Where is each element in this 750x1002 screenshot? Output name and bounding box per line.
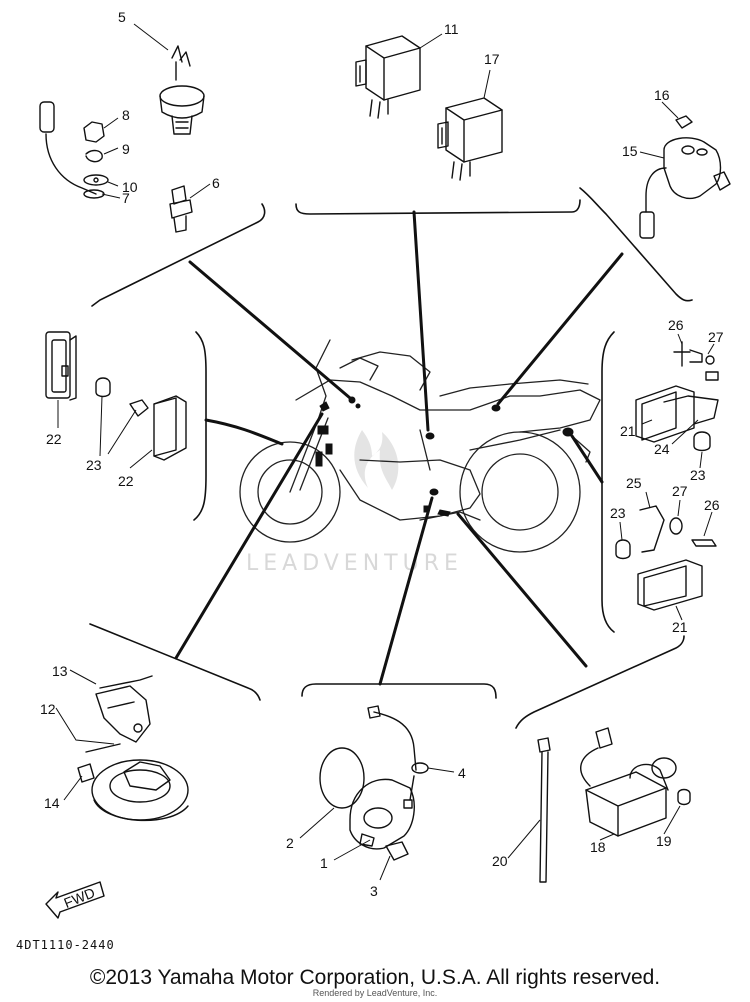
sensor-group xyxy=(319,705,429,861)
callout-24: 24 xyxy=(654,441,670,457)
callout-11: 11 xyxy=(444,21,459,37)
callout-4: 4 xyxy=(458,765,466,781)
callout-9: 9 xyxy=(122,141,130,157)
callout-26b: 26 xyxy=(704,497,720,513)
callout-14: 14 xyxy=(44,795,60,811)
watermark: LEADVENTURE xyxy=(246,430,463,576)
fwd-arrow-icon: FWD xyxy=(45,881,105,919)
callout-5: 5 xyxy=(118,9,126,25)
callout-27: 27 xyxy=(708,329,724,345)
callout-23b: 23 xyxy=(610,505,626,521)
callout-1: 1 xyxy=(320,855,328,871)
watermark-text: LEADVENTURE xyxy=(246,551,463,576)
callout-6: 6 xyxy=(212,175,220,191)
callout-8: 8 xyxy=(122,107,130,123)
callout-21b: 21 xyxy=(672,619,688,635)
group-brackets xyxy=(89,187,693,729)
callout-labels: 5 8 9 10 7 6 11 17 16 15 26 27 21 24 23 … xyxy=(40,9,724,899)
callout-19: 19 xyxy=(656,833,672,849)
callout-7: 7 xyxy=(122,190,130,206)
switch-group xyxy=(39,45,205,233)
callout-22: 22 xyxy=(46,431,62,447)
callout-10: 10 xyxy=(122,179,138,195)
callout-13: 13 xyxy=(52,663,68,679)
rendered-by-credit: Rendered by LeadVenture, Inc. xyxy=(312,988,438,998)
callout-23c: 23 xyxy=(86,457,102,473)
callout-17: 17 xyxy=(484,51,500,67)
callout-16: 16 xyxy=(654,87,670,103)
right-reflector-group xyxy=(615,341,719,611)
motorcycle-outline xyxy=(239,339,601,553)
callout-3: 3 xyxy=(370,883,378,899)
callout-2: 2 xyxy=(286,835,294,851)
callout-27b: 27 xyxy=(672,483,688,499)
callout-26: 26 xyxy=(668,317,684,333)
cdi-group xyxy=(537,727,691,883)
copyright-notice: ©2013 Yamaha Motor Corporation, U.S.A. A… xyxy=(89,966,661,989)
left-reflector-group xyxy=(45,331,187,461)
fwd-label: FWD xyxy=(62,884,98,911)
horn-group xyxy=(77,675,189,822)
callout-25: 25 xyxy=(626,475,642,491)
callout-15: 15 xyxy=(622,143,638,159)
leader-lines xyxy=(55,23,715,881)
sender-group xyxy=(639,115,731,239)
callout-22b: 22 xyxy=(118,473,134,489)
callout-23: 23 xyxy=(690,467,706,483)
callout-12: 12 xyxy=(40,701,56,717)
relay-group xyxy=(355,35,503,181)
pointer-lines xyxy=(174,210,624,686)
callout-18: 18 xyxy=(590,839,606,855)
callout-21: 21 xyxy=(620,423,636,439)
drawing-code: 4DT1110-2440 xyxy=(16,938,115,952)
callout-20: 20 xyxy=(492,853,508,869)
